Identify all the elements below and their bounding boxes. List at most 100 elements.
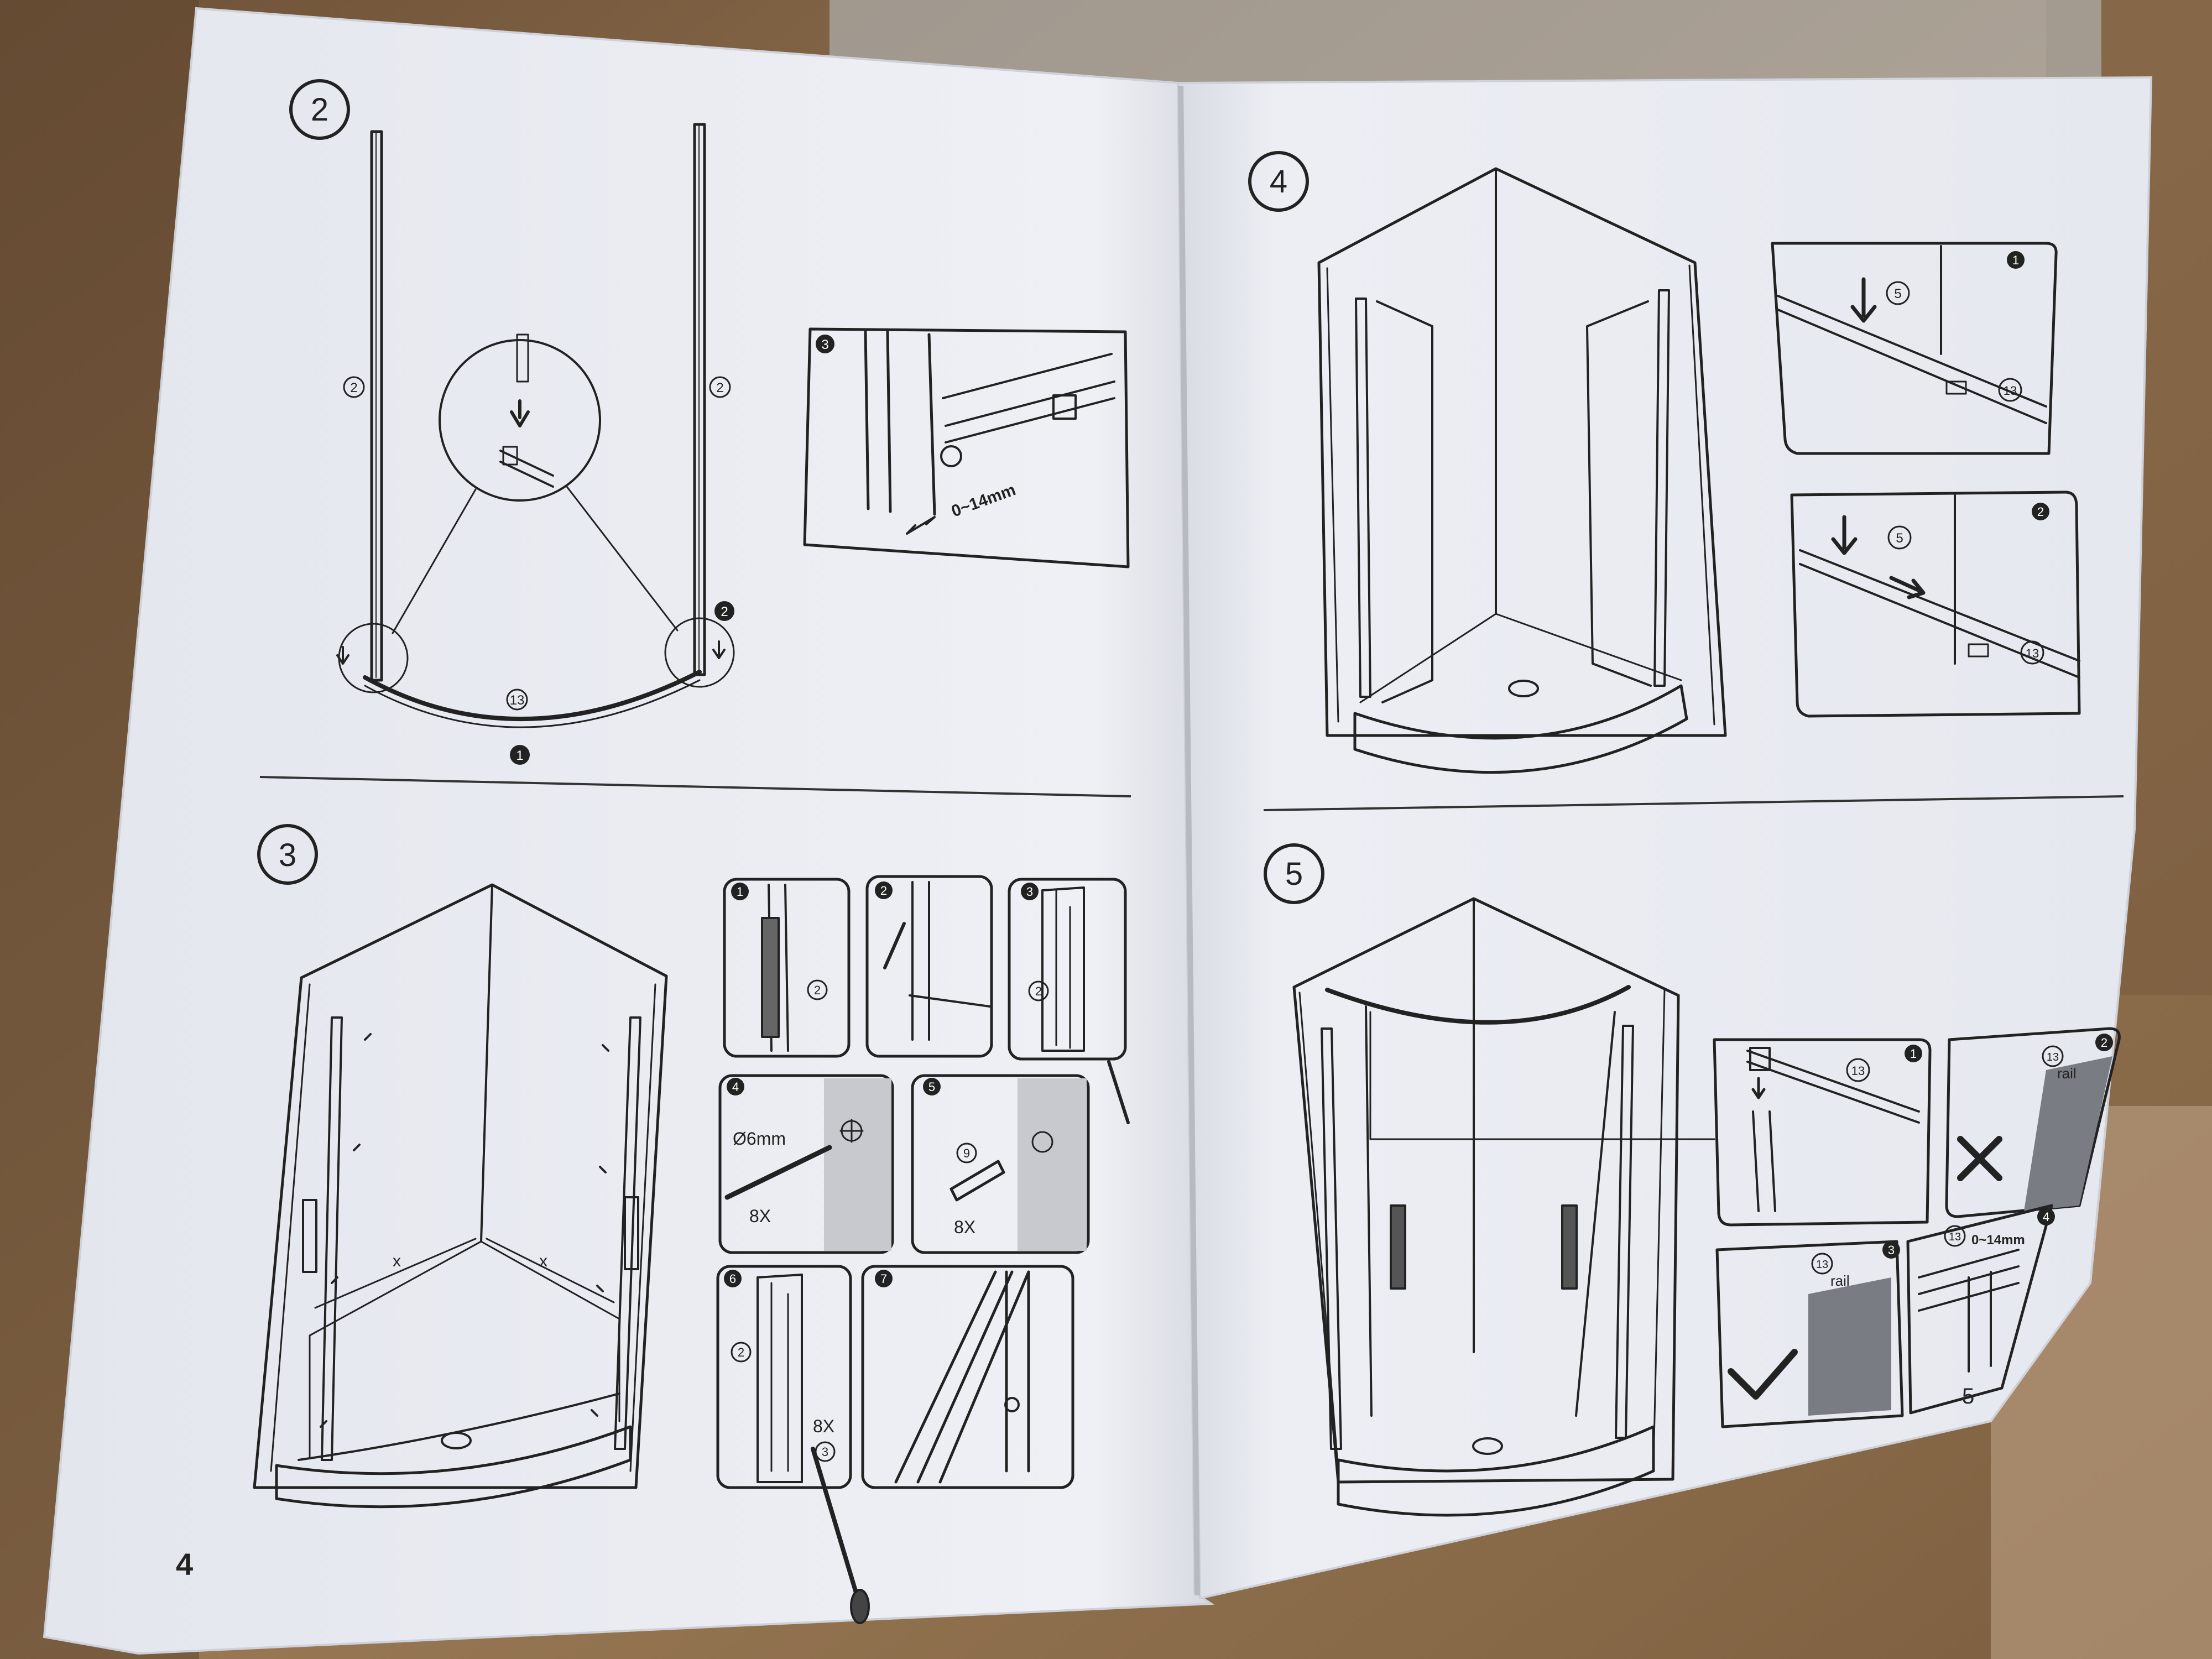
left-divider (259, 776, 1131, 797)
substep-4-box (718, 1074, 894, 1254)
substep-5-box (911, 1074, 1090, 1254)
detail-number: 4 (2043, 1210, 2049, 1224)
drain (441, 1432, 472, 1449)
part-label: 13 (1816, 1259, 1828, 1271)
substep-6-box (716, 1265, 852, 1489)
substep-7-box (861, 1265, 1074, 1489)
part-label: 3 (822, 1445, 828, 1459)
substep-2-box (865, 875, 993, 1058)
step-3-substeps (716, 875, 1130, 1624)
inset-number: 3 (821, 337, 828, 352)
step-number-icon (1248, 151, 1309, 212)
substep-number: 5 (928, 1080, 935, 1094)
part-label: 13 (2047, 1051, 2059, 1063)
qty-label: 8X (954, 1217, 975, 1237)
drain (1472, 1437, 1503, 1455)
part-label: 13 (510, 693, 525, 708)
substep-number: 6 (729, 1272, 736, 1286)
wall-profile-right (693, 123, 706, 676)
glass-panel-right (1586, 300, 1652, 687)
part-label: 13 (1851, 1064, 1865, 1078)
part-label: 2 (350, 380, 357, 395)
page-number-left: 4 (176, 1547, 193, 1582)
page-number-right: 5 (1962, 1384, 1974, 1408)
part-label: 2 (716, 380, 723, 395)
step-2 (289, 79, 735, 728)
marker-label: 2 (721, 604, 728, 619)
measure-label: x (393, 1252, 401, 1270)
detail-1-box (1713, 1038, 1932, 1227)
part-label: 2 (738, 1345, 744, 1359)
substep-number: 2 (880, 884, 887, 898)
screwdriver-icon (811, 1447, 865, 1617)
cross-icon (1957, 1136, 2002, 1181)
part-label-icon (506, 688, 528, 711)
wall-profile-left (321, 1016, 343, 1461)
step-number-icon (289, 79, 350, 140)
substep-3-box (1008, 878, 1127, 1061)
detail-2-box (1790, 491, 2081, 718)
gap-label: 0~14mm (1971, 1233, 2025, 1248)
corner-walls (253, 883, 668, 1489)
check-icon (1728, 1349, 1798, 1400)
detail-number: 1 (1910, 1047, 1917, 1061)
step-number: 4 (1270, 164, 1287, 200)
wall-plug-icon (950, 1160, 1005, 1202)
step-4-details (1771, 242, 2081, 718)
step-4 (1248, 151, 1727, 774)
right-page (1176, 76, 2153, 1600)
detail-3-box (1715, 1240, 1904, 1428)
substep-number: 7 (880, 1272, 887, 1286)
substep-number: 1 (737, 885, 743, 899)
spine (1178, 85, 1200, 1596)
glass-panel-left (1376, 300, 1433, 703)
detail-1-box (1771, 242, 2058, 455)
detail-number: 2 (2101, 1036, 2107, 1050)
detail-number: 2 (2037, 505, 2044, 519)
part-label: 2 (814, 983, 821, 997)
wall-profile-right (614, 1016, 641, 1450)
arrow-down-icon (1850, 277, 1877, 323)
shower-tray (1353, 684, 1688, 774)
part-label-icon (709, 376, 731, 398)
substep-1-box (723, 878, 851, 1058)
part-label: 13 (2004, 384, 2017, 398)
step-5 (1264, 843, 1715, 1517)
step-number-icon (1264, 843, 1324, 904)
part-label: 13 (2026, 646, 2039, 660)
wall-profile-left (370, 130, 383, 682)
top-rail (1325, 985, 1631, 1025)
marker-label: 1 (516, 748, 523, 763)
qty-label: 8X (749, 1206, 771, 1226)
background-glass (830, 0, 2101, 83)
part-label: 5 (1894, 286, 1901, 301)
part-label: 9 (963, 1146, 970, 1160)
drain (1508, 680, 1539, 697)
corner-walls (1317, 167, 1727, 737)
detail-zoom-circle (439, 339, 601, 502)
rail-label: rail (1830, 1272, 1850, 1289)
step-number: 3 (279, 837, 296, 873)
step-number: 2 (311, 92, 328, 128)
bottom-rail (363, 670, 702, 721)
part-label-icon (343, 376, 365, 398)
inset-frame (803, 327, 1130, 568)
step-number-icon (257, 824, 318, 885)
rail-label: rail (2057, 1065, 2077, 1082)
step-3 (253, 824, 668, 1509)
shower-tray (1337, 1425, 1655, 1517)
qty-label: 8X (813, 1416, 834, 1436)
detail-number: 1 (2012, 253, 2019, 267)
part-label: 5 (1896, 531, 1903, 546)
drill-label: Ø6mm (733, 1129, 786, 1149)
drill-bit-icon (724, 1145, 832, 1200)
arrow-down-icon (1831, 515, 1858, 555)
substep-number: 3 (1026, 885, 1033, 899)
part-label: 13 (1949, 1231, 1961, 1243)
left-page (43, 7, 1215, 1655)
step-number: 5 (1285, 856, 1303, 892)
arrow-down-icon (510, 399, 530, 427)
right-divider (1263, 795, 2124, 811)
step-5-details (1713, 1027, 2121, 1428)
